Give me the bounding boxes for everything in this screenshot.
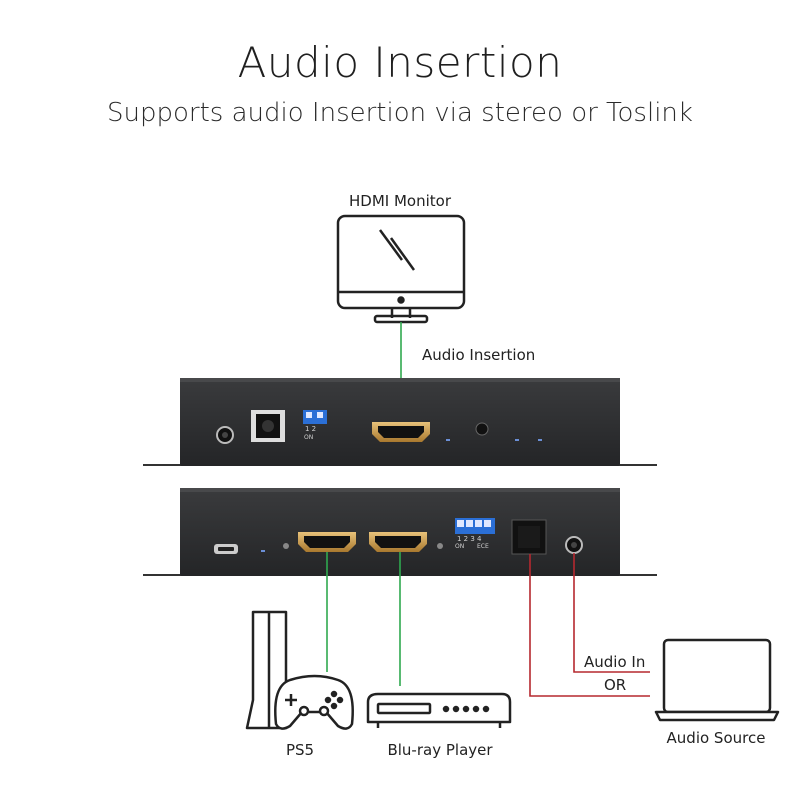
bottom-toslink-port-icon [511, 519, 547, 555]
hdmi-input-1-icon [298, 532, 356, 552]
laptop-icon [654, 638, 780, 722]
audio-source-label: Audio Source [667, 729, 766, 747]
bluray-label: Blu-ray Player [387, 741, 493, 759]
bottom-dip-ece: ECE [477, 543, 489, 550]
monitor-label: HDMI Monitor [349, 192, 452, 210]
bluray-player-icon [366, 692, 512, 728]
bottom-indicator [283, 543, 289, 549]
monitor-icon [336, 214, 466, 324]
top-button-icon [475, 422, 489, 436]
top-led-3 [538, 439, 542, 441]
ps5-console-icon [245, 610, 288, 730]
bottom-dip-numbers: 1 2 3 4 [457, 535, 482, 543]
bottom-audio-jack-icon [565, 536, 583, 554]
usb-port-icon [214, 544, 238, 554]
toslink-audio-line [529, 554, 650, 697]
top-toslink-port-icon [251, 410, 285, 442]
gamepad-icon [274, 674, 354, 730]
or-label: OR [604, 676, 626, 694]
ps5-label: PS5 [286, 741, 314, 759]
top-dip-switch-icon [303, 410, 327, 424]
bottom-dip-switch-icon [455, 518, 495, 534]
top-hdmi-port-icon [372, 422, 430, 442]
audio-insertion-label: Audio Insertion [422, 346, 535, 364]
bottom-indicator-2 [437, 543, 443, 549]
stereo-audio-line [573, 553, 650, 673]
audio-in-label: Audio In [584, 653, 645, 671]
hdmi-input-2-icon [369, 532, 427, 552]
bottom-led-1 [261, 550, 265, 552]
top-led-1 [446, 439, 450, 441]
top-device: 1 2 ON [143, 378, 657, 466]
top-led-2 [515, 439, 519, 441]
top-dip-on: ON [304, 434, 313, 441]
bottom-dip-on: ON [455, 543, 464, 550]
top-audio-jack-icon [216, 426, 234, 444]
top-dip-numbers: 1 2 [305, 425, 316, 433]
page-title: Audio Insertion [237, 38, 563, 87]
page-subtitle: Supports audio Insertion via stereo or T… [107, 98, 693, 128]
